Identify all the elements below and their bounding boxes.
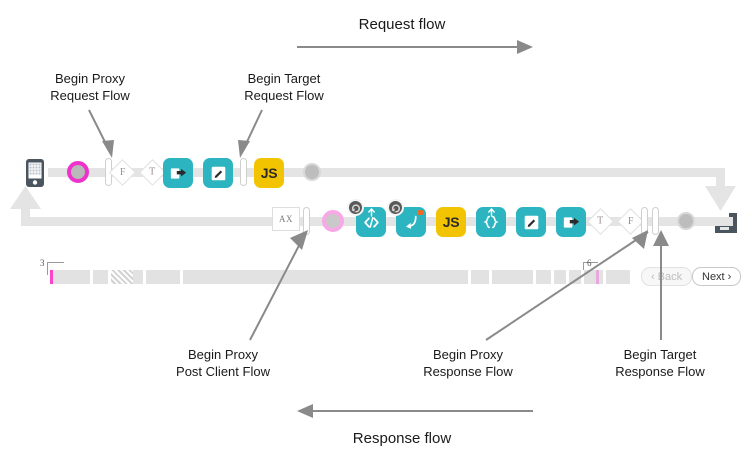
callout-arrow-begin-proxy-post-client: [249, 230, 308, 341]
request-flow-arrow: [297, 40, 533, 54]
share-arrow-icon: [563, 216, 579, 228]
braces-icon: [483, 215, 499, 229]
edit-policy-response[interactable]: [516, 207, 546, 237]
response-rail: [43, 217, 733, 226]
timeline-gap-7: [533, 270, 536, 284]
assign-message-policy-request[interactable]: [163, 158, 193, 188]
callout-arrow-begin-proxy-request: [88, 109, 114, 158]
json-policy[interactable]: [476, 207, 506, 237]
callout-arrow-begin-target-response: [653, 230, 669, 340]
callout-begin-target-response: Begin Target Response Flow: [615, 347, 705, 379]
return-arrow-icon: [405, 215, 417, 229]
timeline-gap-5: [468, 270, 471, 284]
ax-policy[interactable]: AX: [272, 207, 300, 231]
timeline-marker-end: [596, 270, 599, 284]
callout-arrow-begin-target-request: [238, 109, 263, 158]
condition-false-label: F: [627, 216, 634, 227]
pencil-icon: [524, 215, 538, 229]
post-client-marker[interactable]: [322, 210, 344, 232]
response-rail-left-elbow: [21, 203, 30, 225]
timeline-gap-3: [143, 270, 146, 284]
request-rail-arrowhead: [705, 186, 736, 211]
assign-message-policy-response[interactable]: [556, 207, 586, 237]
extract-variables-policy[interactable]: [347, 199, 386, 237]
callout-begin-proxy-request: Begin Proxy Request Flow: [50, 71, 130, 103]
share-arrow-icon: [170, 167, 186, 179]
js-label-request: JS: [254, 158, 284, 188]
condition-false-diamond-request[interactable]: F: [109, 159, 136, 186]
timeline-left-bracket: [47, 262, 64, 275]
condition-true-label: T: [149, 166, 156, 178]
callout-begin-target-request: Begin Target Request Flow: [244, 71, 324, 103]
reload-badge-icon: [347, 199, 364, 216]
response-flow-title: Response flow: [352, 430, 452, 447]
callout-begin-proxy-post-client: Begin Proxy Post Client Flow: [176, 347, 270, 379]
condition-true-diamond-request[interactable]: T: [139, 159, 166, 186]
condition-false-label: F: [119, 167, 126, 178]
timeline-gap-6: [489, 270, 492, 284]
ax-policy-label: AX: [272, 207, 300, 231]
reload-badge-icon: [387, 199, 404, 216]
timeline-marker-start: [50, 270, 53, 284]
timeline-gap-4: [180, 270, 183, 284]
javascript-policy-response[interactable]: JS: [436, 207, 466, 237]
timeline-gap-10: [581, 270, 584, 284]
request-rail: [48, 168, 724, 177]
request-flow-title: Request flow: [358, 16, 446, 33]
callout-begin-proxy-response: Begin Proxy Response Flow: [423, 347, 513, 379]
timeline-gap-1: [90, 270, 93, 284]
code-icon: [363, 216, 379, 228]
request-flow-end-node[interactable]: [303, 163, 321, 181]
timeline-left-tick-label: 3: [40, 258, 45, 268]
client-device-icon: [25, 158, 45, 188]
response-rail-left-corner: [21, 217, 51, 226]
timeline-gap-8: [551, 270, 554, 284]
response-rail-arrowhead: [10, 186, 41, 209]
target-response-separator[interactable]: [652, 207, 659, 235]
timeline-track[interactable]: [50, 270, 630, 284]
target-request-separator[interactable]: [240, 158, 247, 186]
back-chevron-icon: ‹: [651, 270, 655, 283]
next-button[interactable]: Next ›: [692, 267, 742, 286]
next-button-label: Next: [702, 270, 725, 283]
timeline-right-tick-label: 6: [587, 258, 592, 268]
timeline-gap-9: [566, 270, 569, 284]
timeline-gap-2: [108, 270, 111, 284]
raise-fault-policy[interactable]: [387, 199, 426, 237]
arrow-up-marker-icon: [368, 208, 375, 217]
back-button-label: Back: [657, 270, 683, 283]
callout-arrow-begin-proxy-response: [485, 230, 649, 341]
arrow-up-marker-icon: [488, 208, 495, 217]
pencil-icon: [211, 166, 225, 180]
condition-true-label: T: [597, 215, 604, 227]
flow-start-marker[interactable]: [67, 161, 89, 183]
response-flow-end-node[interactable]: [677, 212, 695, 230]
request-rail-elbow: [716, 168, 725, 196]
response-flow-arrow: [297, 404, 533, 418]
next-chevron-icon: ›: [727, 270, 732, 283]
javascript-policy-request[interactable]: JS: [254, 158, 284, 188]
error-dot-icon: [418, 210, 423, 215]
js-label-response: JS: [436, 207, 466, 237]
timeline-right-bracket: [583, 262, 598, 275]
back-button[interactable]: ‹ Back: [641, 267, 693, 286]
timeline-hatched-segment: [111, 270, 133, 284]
edit-policy-request[interactable]: [203, 158, 233, 188]
timeline-gap-11: [603, 270, 606, 284]
